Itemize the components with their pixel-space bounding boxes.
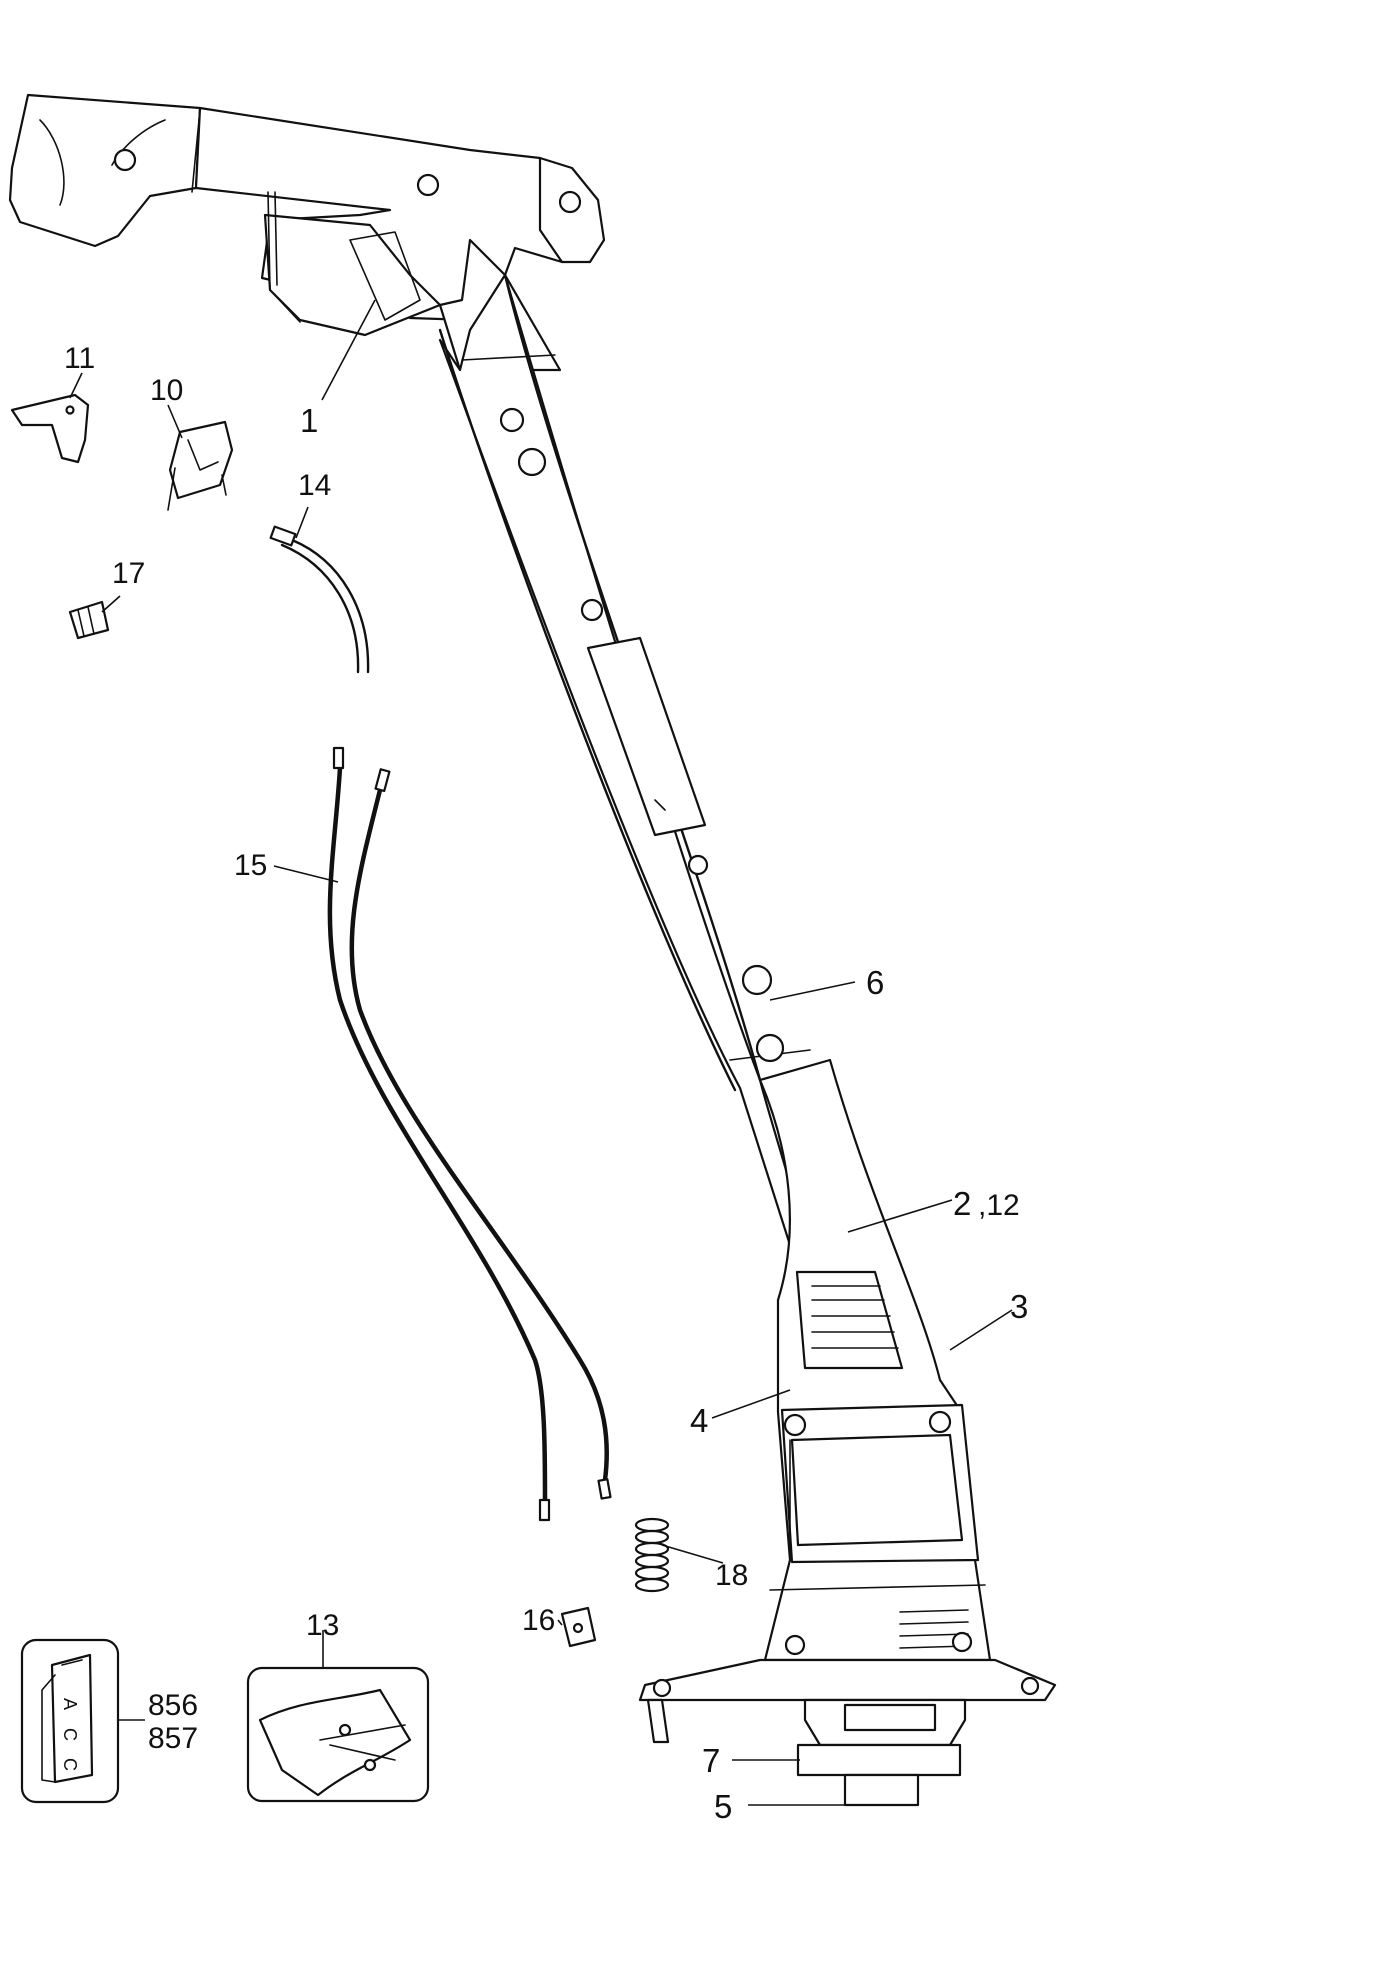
- part-10-switch: [167, 420, 234, 511]
- callout-5: 5: [714, 1788, 732, 1825]
- tag-lettering: A C C: [60, 1698, 80, 1771]
- callout-6: 6: [866, 964, 884, 1001]
- spool-hub: [796, 1698, 967, 1807]
- guard-base: [638, 1658, 1057, 1744]
- callout-857: 857: [148, 1722, 198, 1755]
- part-14-lead-wire: [269, 525, 370, 674]
- part-856-857-tag: [20, 1638, 120, 1804]
- part-18-spring: [634, 1517, 670, 1593]
- tag-letter-c2: C: [60, 1758, 80, 1771]
- part-16-clip: [560, 1606, 597, 1648]
- callout-11: 11: [64, 342, 95, 375]
- part-11-trigger-lever: [10, 393, 90, 464]
- callout-7: 7: [702, 1742, 720, 1779]
- part-13-hardware-bag: [246, 1666, 430, 1803]
- part-15-wire-pair: [327, 746, 612, 1522]
- callout-856: 856: [148, 1689, 198, 1722]
- callout-15: 15: [234, 849, 267, 882]
- main-shaft: [438, 238, 856, 1247]
- callout-12: ,12: [978, 1189, 1020, 1222]
- callout-3: 3: [1010, 1288, 1028, 1325]
- callout-4: 4: [690, 1402, 708, 1439]
- callout-18: 18: [715, 1559, 748, 1592]
- part-17-wire-nut: [68, 600, 110, 640]
- callout-1: 1: [300, 402, 318, 439]
- motor-housing: [758, 1058, 992, 1662]
- callout-16: 16: [522, 1604, 555, 1637]
- callout-labels: 1 11 10 14 17 15 6 2 ,12 3 4 18 16 13 85…: [64, 342, 1028, 1825]
- callout-2: 2: [953, 1185, 971, 1222]
- tag-letter-a: A: [60, 1698, 80, 1710]
- tag-letter-c1: C: [60, 1728, 80, 1741]
- callout-10: 10: [150, 374, 183, 407]
- callout-13: 13: [306, 1609, 339, 1642]
- callout-17: 17: [112, 557, 145, 590]
- callout-14: 14: [298, 469, 331, 502]
- leader-lines: [69, 299, 1013, 1806]
